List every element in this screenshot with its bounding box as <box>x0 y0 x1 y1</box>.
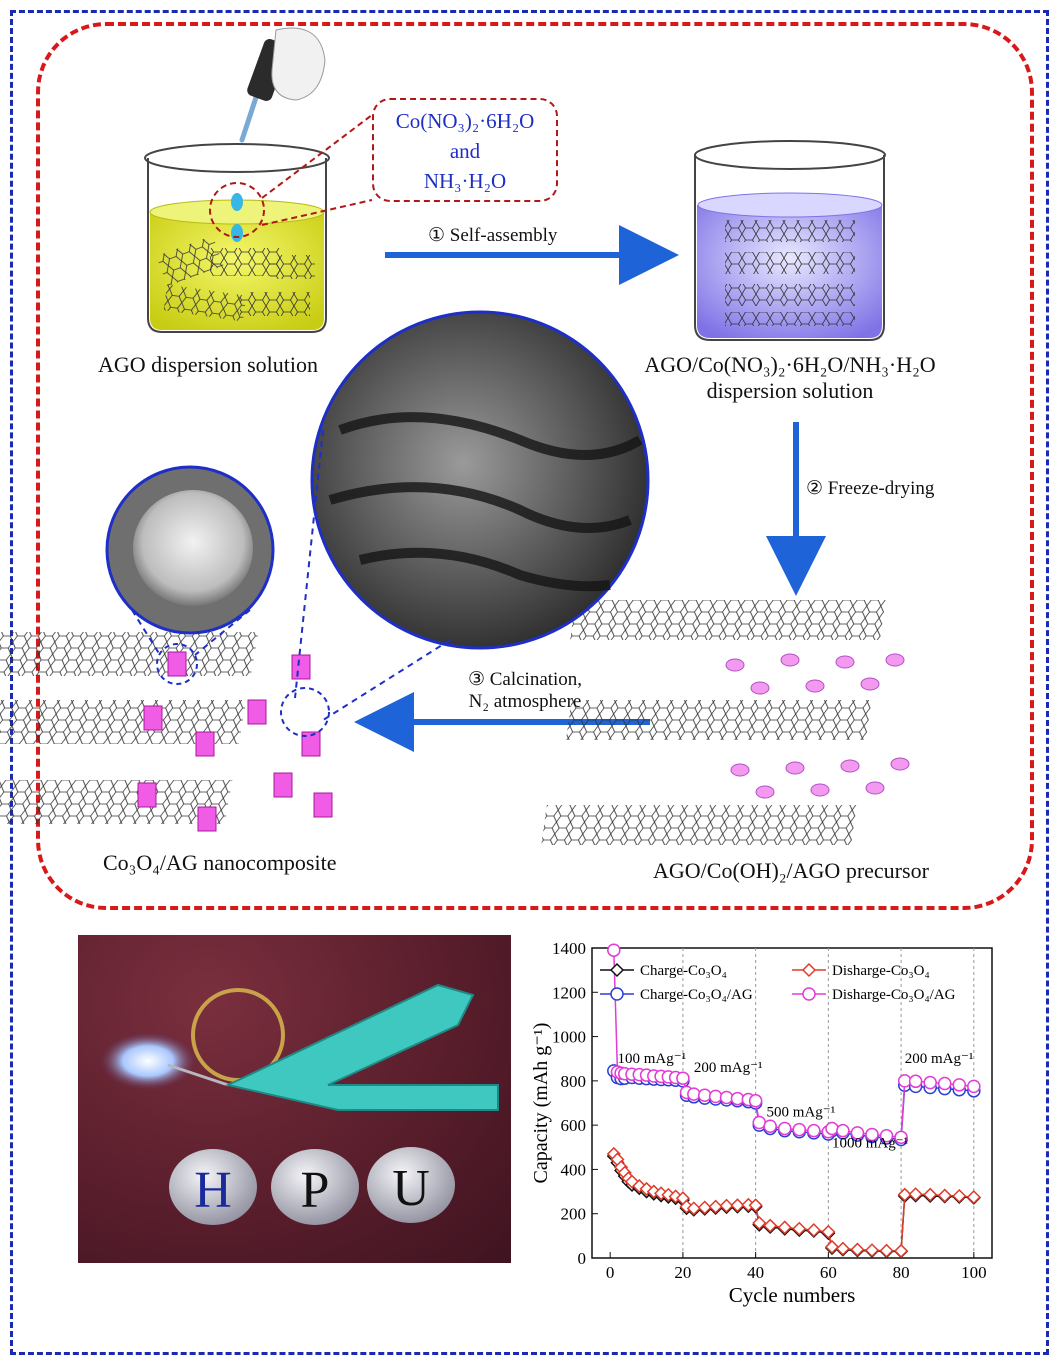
drop <box>231 193 243 211</box>
series-3-point-16 <box>721 1091 733 1103</box>
series-3-point-37 <box>968 1080 980 1092</box>
legend-label-2: Charge-Co₃O₄/AG <box>640 987 753 1003</box>
step-self-assembly: ① Self-assembly <box>428 224 557 247</box>
chart-svg: 0204060801000200400600800100012001400Cyc… <box>527 926 1010 1326</box>
legend-label-1: Disharge-Co₃O₄ <box>832 963 930 979</box>
y-tick-label-4: 800 <box>561 1072 587 1091</box>
series-3-point-23 <box>793 1124 805 1136</box>
y-tick-label-7: 1400 <box>552 939 586 958</box>
series-3-point-35 <box>939 1078 951 1090</box>
series-3-point-13 <box>688 1088 700 1100</box>
label-nanocomposite: Co₃O₄/AG nanocomposite <box>103 850 336 876</box>
x-tick-label-2: 40 <box>747 1263 764 1282</box>
legend-label-0: Charge-Co₃O₄ <box>640 963 727 979</box>
label-mixture-line-2: dispersion solution <box>610 378 970 404</box>
y-tick-label-3: 600 <box>561 1116 587 1135</box>
rate-annotation-1: 200 mAg⁻¹ <box>694 1060 763 1076</box>
step-calcination: ③ Calcination, N₂ atmosphere <box>430 668 620 713</box>
reagent-callout: Co(NO₃)₂·6H₂O and NH₃·H₂O <box>372 98 558 202</box>
y-tick-label-5: 1000 <box>552 1028 586 1047</box>
coin-letters: H P U <box>169 1147 455 1225</box>
sem-inset-small <box>107 467 273 633</box>
x-tick-label-0: 0 <box>606 1263 615 1282</box>
rate-annotation-3: 1000 mAg⁻¹ <box>832 1135 908 1151</box>
callout-line-3: NH₃·H₂O <box>374 166 556 196</box>
y-tick-label-2: 400 <box>561 1160 587 1179</box>
mixture-beaker <box>695 141 885 340</box>
y-tick-label-6: 1200 <box>552 983 586 1002</box>
label-mixture-line-1: AGO/Co(NO₃)₂·6H₂O/NH₃·H₂O <box>610 352 970 378</box>
x-tick-label-3: 60 <box>820 1263 837 1282</box>
series-3-point-15 <box>710 1090 722 1102</box>
nanocomposite-structure <box>0 632 332 831</box>
series-3-point-17 <box>731 1093 743 1105</box>
legend-label-3: Disharge-Co₃O₄/AG <box>832 987 956 1003</box>
step-freeze-drying: ② Freeze-drying <box>806 477 934 500</box>
sem-inset-large <box>312 312 648 648</box>
series-3-point-33 <box>910 1075 922 1087</box>
step-calcination-line-1: ③ Calcination, <box>430 668 620 691</box>
coin-letter-p: P <box>301 1162 330 1219</box>
coin-letter-h: H <box>194 1162 232 1219</box>
series-3-point-14 <box>699 1089 711 1101</box>
precursor-structure <box>541 600 909 845</box>
step-calcination-line-2: N₂ atmosphere <box>430 691 620 713</box>
led-light <box>98 1031 198 1091</box>
led-demo-illustration: H P U <box>78 935 511 1263</box>
legend-marker-2 <box>611 988 623 1000</box>
series-3-point-21 <box>764 1120 776 1132</box>
led-demo-photo: H P U <box>78 935 511 1263</box>
series-3-point-36 <box>953 1079 965 1091</box>
series-3-point-24 <box>808 1125 820 1137</box>
legend-marker-3 <box>803 988 815 1000</box>
callout-line-1: Co(NO₃)₂·6H₂O <box>374 106 556 136</box>
x-axis-label: Cycle numbers <box>729 1283 856 1307</box>
x-tick-label-4: 80 <box>893 1263 910 1282</box>
rate-annotation-4: 200 mAg⁻¹ <box>905 1051 974 1067</box>
rate-annotation-2: 500 mAg⁻¹ <box>767 1104 836 1120</box>
rate-annotation-0: 100 mAg⁻¹ <box>617 1051 686 1067</box>
x-tick-label-1: 20 <box>674 1263 691 1282</box>
y-axis-label: Capacity (mAh g⁻¹) <box>530 1023 552 1184</box>
series-3-point-11 <box>677 1072 689 1084</box>
series-3-point-26 <box>826 1122 838 1134</box>
callout-line-2: and <box>374 136 556 166</box>
series-3-point-19 <box>750 1095 762 1107</box>
y-tick-label-1: 200 <box>561 1205 587 1224</box>
label-mixture: AGO/Co(NO₃)₂·6H₂O/NH₃·H₂O dispersion sol… <box>610 352 970 404</box>
series-3-point-34 <box>924 1077 936 1089</box>
series-3-point-0 <box>608 944 620 956</box>
label-precursor: AGO/Co(OH)₂/AGO precursor <box>653 858 929 884</box>
x-tick-label-5: 100 <box>961 1263 987 1282</box>
coin-letter-u: U <box>392 1160 430 1217</box>
series-3-point-22 <box>779 1122 791 1134</box>
label-ago-solution: AGO dispersion solution <box>98 352 318 378</box>
y-tick-label-0: 0 <box>578 1249 587 1268</box>
